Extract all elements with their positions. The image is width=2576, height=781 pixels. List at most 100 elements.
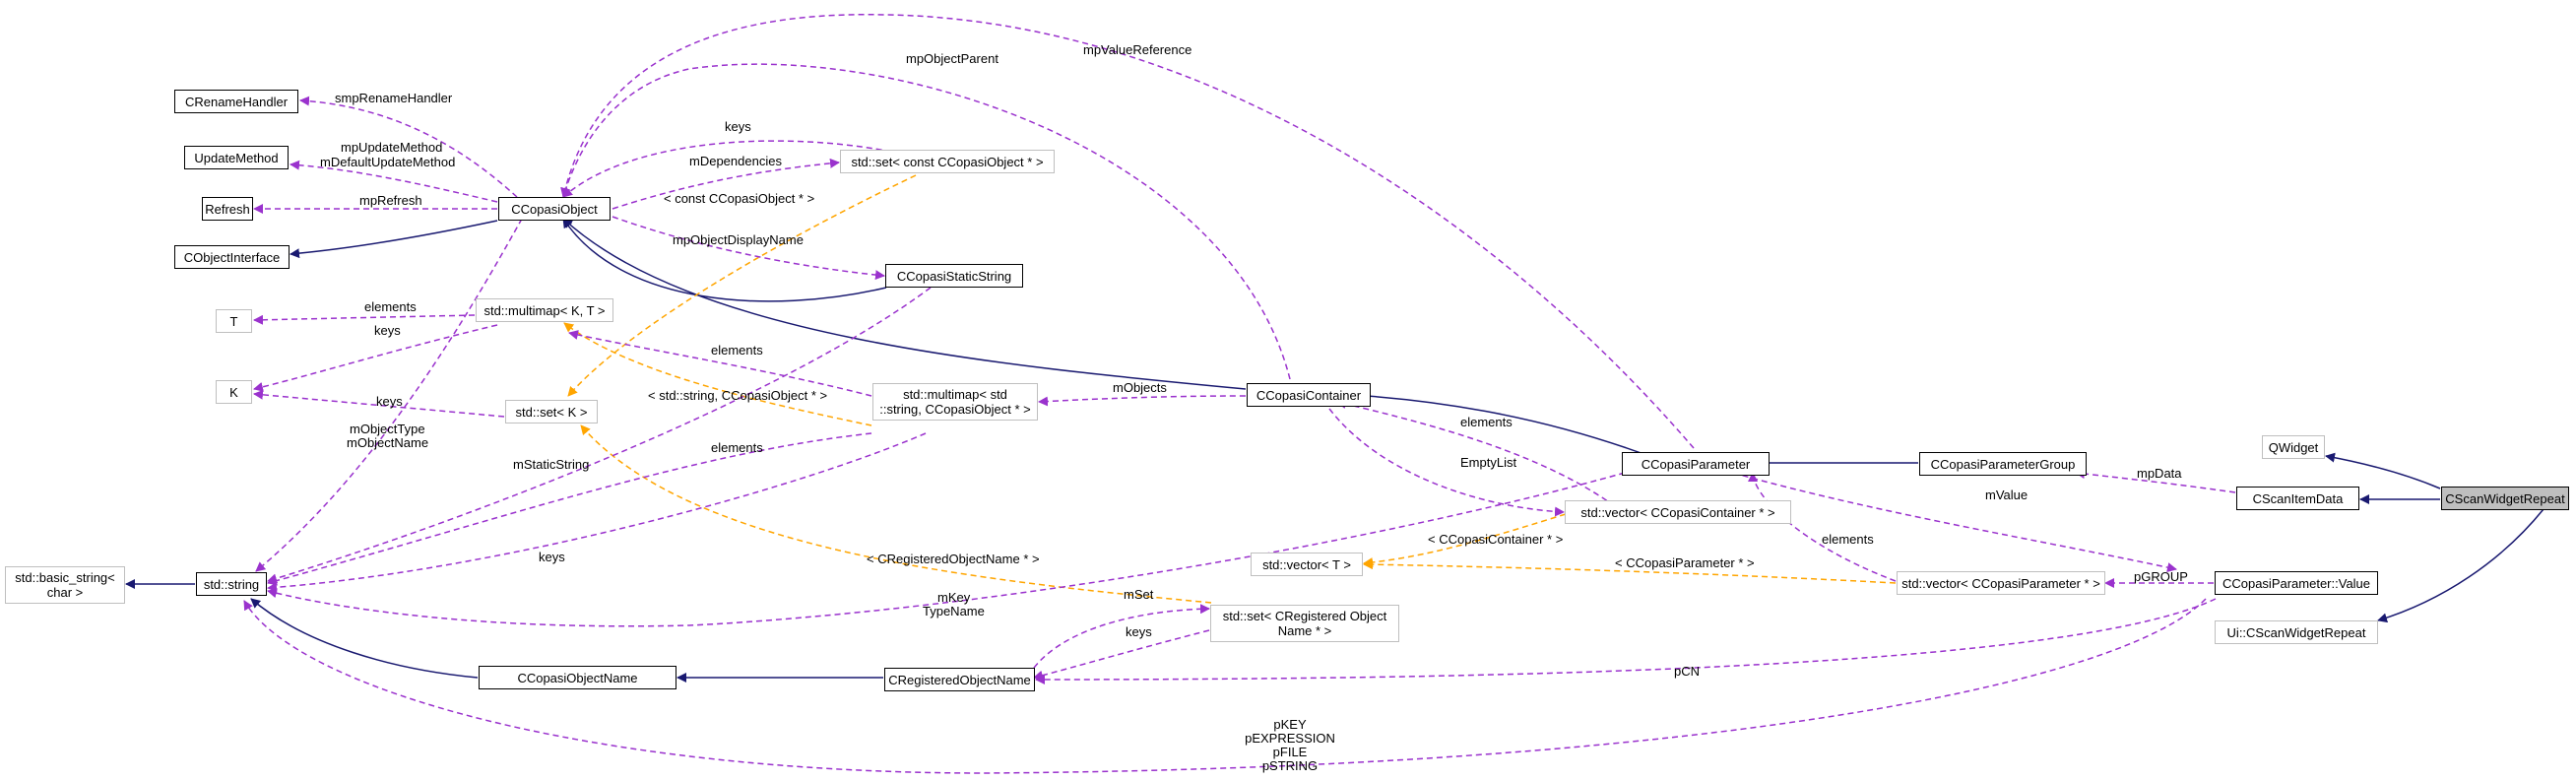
edge-label-elements4: elements [711,440,763,455]
edge-use-mpobjectparent [560,63,1291,380]
node-scanwidgetrepeat[interactable]: CScanWidgetRepeat [2441,487,2569,510]
edge-inherit-staticstring-ccopasiobject [562,218,887,302]
node-container[interactable]: CCopasiContainer [1247,383,1371,407]
node-set-regname-label: std::set< CRegistered Object Name * > [1222,609,1387,638]
edge-label-keys3: keys [376,394,403,409]
node-crenamehandler[interactable]: CRenameHandler [174,90,298,113]
edge-template-vectorparam-vectort [1363,559,1897,584]
edge-use-keys3 [253,389,505,418]
edge-label-mpdata: mpData [2137,466,2182,481]
node-refresh[interactable]: Refresh [202,197,253,221]
edge-use-mobjects [1038,395,1247,407]
edge-inherit-ccopasiobject-cobjectinterface [290,220,498,259]
edge-use-mvalue [1732,472,2177,572]
edge-label-mpobjectdisplayname: mpObjectDisplayName [673,232,804,247]
edge-label-keys1: keys [725,119,751,134]
edge-label-elements5: elements [1822,532,1874,547]
node-paramvalue[interactable]: CCopasiParameter::Value [2215,571,2378,595]
edge-use-mdependencies [612,158,840,210]
edge-label-keys2: keys [374,323,401,338]
edge-label-smprenamehandler: smpRenameHandler [335,91,453,105]
edge-use-elements3 [1336,399,1624,513]
edge-use-elements4 [267,432,872,586]
edge-use-mobjecttype [255,218,523,572]
edge-template-multimapstd-multimapkt [563,322,872,426]
edge-inherit-qwidget-scanwidgetrepeat [2325,452,2441,489]
edge-label-mprefresh: mpRefresh [359,193,422,208]
edge-label-typename: TypeName [923,604,985,618]
node-vector-t[interactable]: std::vector< T > [1251,553,1363,576]
edge-label-emptylist: EmptyList [1460,455,1516,470]
edge-label-pcn: pCN [1674,664,1700,679]
edge-template-setregname-setk [580,424,1212,604]
edge-use-pkey [243,598,2207,774]
edge-label-mobjects: mObjects [1113,380,1167,395]
node-qwidget[interactable]: QWidget [2262,435,2325,459]
edge-label-pexpression: pEXPRESSION [1245,731,1335,746]
edge-label-keys5: keys [1126,624,1152,639]
edge-use-mpupdatemethod [290,160,498,203]
node-updatemethod[interactable]: UpdateMethod [184,146,289,169]
edge-label-mpvaluereference: mpValueReference [1083,42,1191,57]
node-vector-container[interactable]: std::vector< CCopasiContainer * > [1565,500,1791,524]
edge-use-elements2 [568,330,872,397]
edge-use-keys5 [1033,629,1210,681]
edge-label-mstaticstring: mStaticString [513,457,589,472]
node-set-regname[interactable]: std::set< CRegistered Object Name * > [1210,605,1399,642]
node-ui-scanwidgetrepeat[interactable]: Ui::CScanWidgetRepeat [2215,620,2378,644]
edge-use-mstaticstring [267,287,932,584]
edge-inherit-parameter-container [1336,389,1655,459]
edge-label-pfile: pFILE [1273,745,1308,759]
edge-use-mpvaluereference [560,14,1695,449]
edge-use-smprenamehandler [299,96,518,198]
node-regobjname[interactable]: CRegisteredObjectName [884,668,1035,691]
node-multimap-kt[interactable]: std::multimap< K, T > [476,298,613,322]
node-staticstring[interactable]: CCopasiStaticString [885,264,1023,288]
edge-label-pgroup: pGROUP [2134,569,2188,584]
node-ccopasiobject[interactable]: CCopasiObject [498,197,611,221]
edge-use-elements5 [1748,472,1897,582]
edge-label-mpobjectparent: mpObjectParent [906,51,998,66]
edge-template-vectorcontainer-vectort [1363,513,1567,568]
node-multimap-std[interactable]: std::multimap< std ::string, CCopasiObje… [872,383,1038,421]
edge-label-mdependencies: mDependencies [689,154,782,168]
node-multimap-std-label: std::multimap< std ::string, CCopasiObje… [879,387,1031,417]
edge-label-cregisteredobjname: < CRegisteredObjectName * > [867,552,1040,566]
edge-label-mkey: mKey [937,590,971,605]
edge-label-keys4: keys [539,550,565,564]
node-vector-param[interactable]: std::vector< CCopasiParameter * > [1897,571,2105,595]
edge-label-ccopasiparameter: < CCopasiParameter * > [1615,555,1755,570]
edge-inherit-container-ccopasiobject [562,218,1247,390]
node-basic-string-label: std::basic_string< char > [15,570,115,600]
edge-label-elements1: elements [364,299,417,314]
edge-inherit-objectname-stdstring [250,598,479,679]
edge-template-setconst-setk [567,174,917,397]
node-objectname[interactable]: CCopasiObjectName [479,666,676,689]
edge-use-keys1 [562,140,912,198]
node-parameter[interactable]: CCopasiParameter [1622,452,1770,476]
edge-use-mset [1033,604,1210,669]
edge-label-elements2: elements [711,343,763,358]
node-t[interactable]: T [216,309,252,333]
node-stdstring[interactable]: std::string [196,572,267,596]
node-scanitemdata[interactable]: CScanItemData [2236,487,2359,510]
edge-use-emptylist [1328,408,1565,517]
edge-use-mpobjectdisplayname [612,216,885,281]
edge-use-keys2 [253,324,498,392]
edge-use-keys4 [267,432,927,593]
node-paramgroup[interactable]: CCopasiParameterGroup [1919,452,2087,476]
edge-use-pcn [1035,598,2217,684]
node-set-const-ccopasiobject[interactable]: std::set< const CCopasiObject * > [840,150,1055,173]
edge-label-elements3: elements [1460,415,1513,429]
node-basic-string[interactable]: std::basic_string< char > [5,566,125,604]
edge-label-mobjecttype: mObjectType [350,422,425,436]
edge-label-mset: mSet [1124,587,1154,602]
node-k[interactable]: K [216,380,252,404]
node-set-k[interactable]: std::set< K > [505,400,598,423]
edge-use-elements1 [253,314,476,325]
edge-label-pstring: pSTRING [1262,758,1318,773]
edge-label-constcopasiobj: < const CCopasiObject * > [664,191,814,206]
node-cobjectinterface[interactable]: CObjectInterface [174,245,290,269]
edge-label-mobjectname: mObjectName [347,435,428,450]
